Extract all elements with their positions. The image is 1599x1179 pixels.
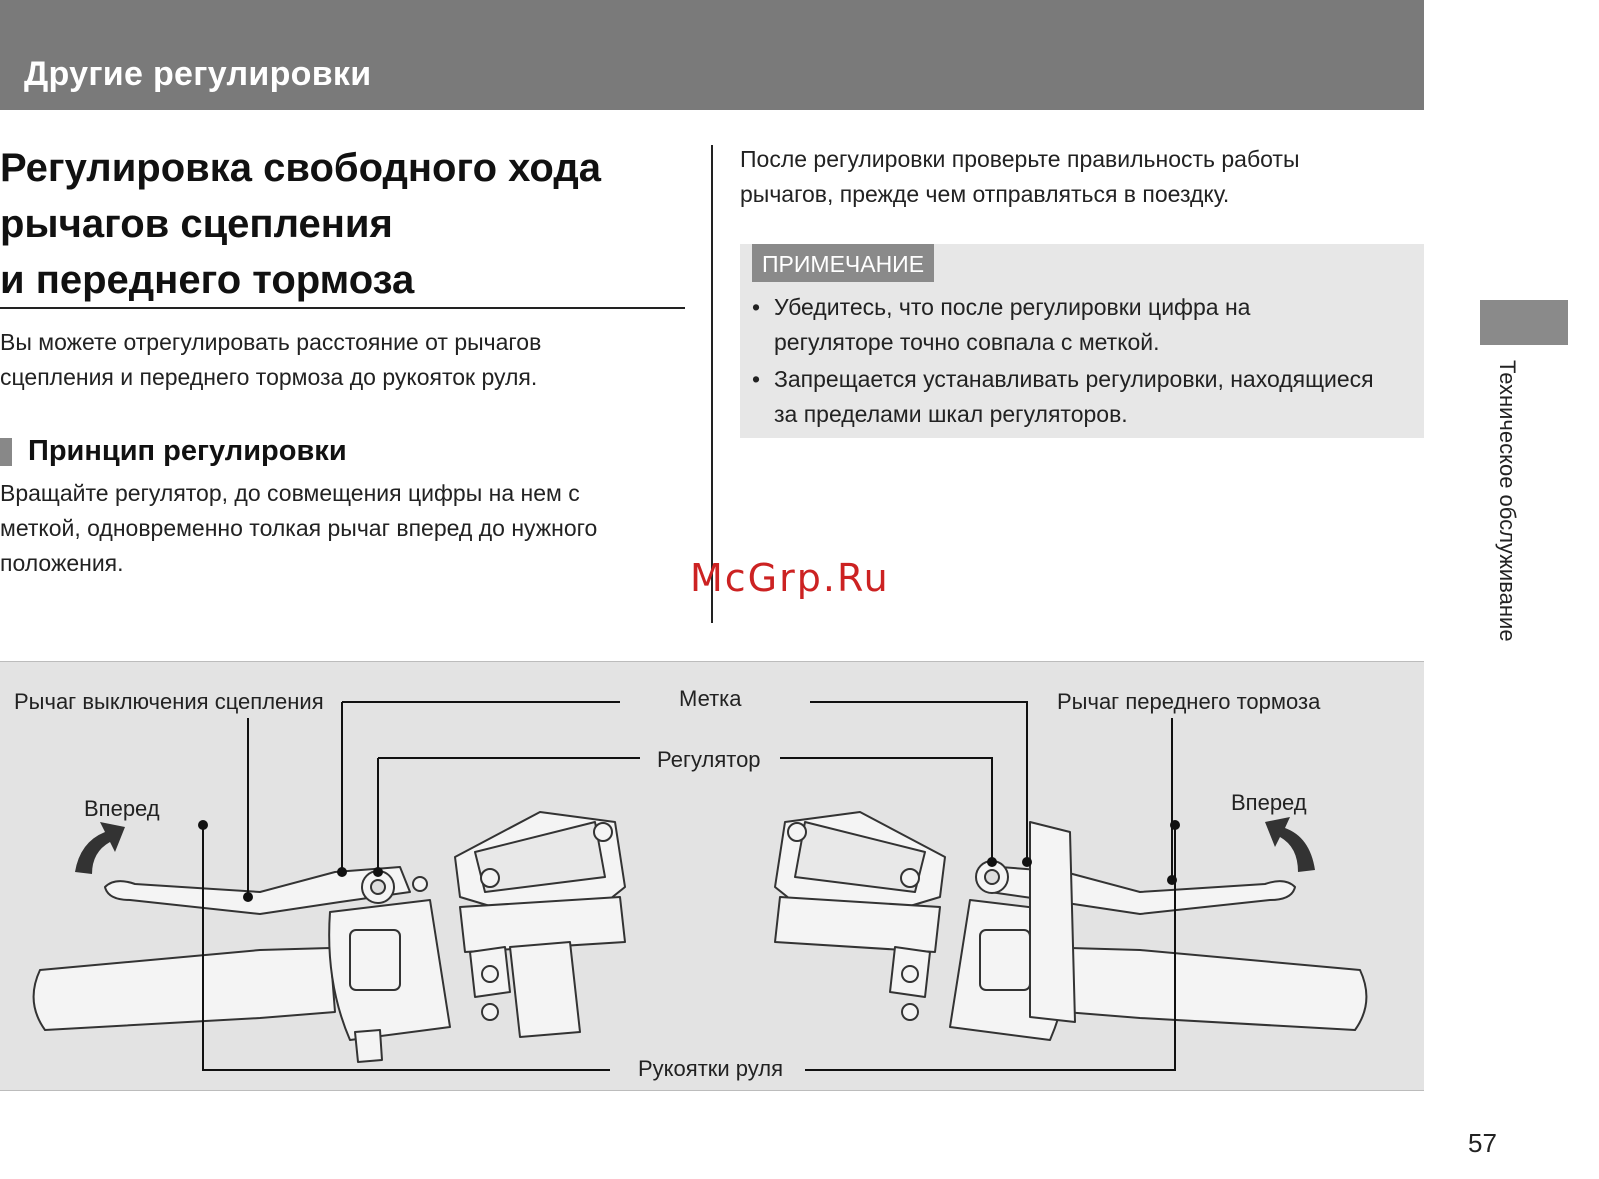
right-grip (1064, 947, 1368, 1031)
after-adjust-paragraph: После регулировки проверьте правильность… (740, 142, 1300, 212)
callout-dot (337, 867, 347, 877)
section-marker (0, 438, 12, 466)
page-title-line-1: Регулировка свободного хода (0, 146, 601, 190)
brake-hose (1029, 821, 1076, 1023)
side-section-label: Техническое обслуживание (1495, 360, 1520, 642)
callout-dot (1167, 875, 1177, 885)
forward-arrow-right (1265, 817, 1315, 872)
left-handlebar-assembly (32, 811, 626, 1063)
after-adjust-line-2: рычагов, прежде чем отправляться в поезд… (740, 181, 1230, 207)
right-clamp-bolt (901, 965, 919, 983)
forward-arrow-left (75, 822, 125, 874)
principle-line-3: положения. (0, 550, 124, 576)
note-item-2-line-1: Запрещается устанавливать регулировки, н… (774, 366, 1374, 392)
callout-dot (243, 892, 253, 902)
leader-adjuster-right (780, 757, 993, 862)
bullet-icon: • (752, 366, 761, 392)
page-title: Регулировка свободного хода рычагов сцеп… (0, 140, 684, 308)
left-cap-screw (480, 868, 500, 888)
principle-line-1: Вращайте регулятор, до совмещения цифры … (0, 480, 580, 506)
left-switch-button (349, 929, 401, 991)
grips-label: Рукоятки руля (638, 1056, 784, 1081)
callout-dot (1170, 820, 1180, 830)
right-cap-screw (900, 868, 920, 888)
note-box: ПРИМЕЧАНИЕ • Убедитесь, что после регули… (740, 244, 1424, 438)
note-item-1-line-2: регуляторе точно совпала с меткой. (774, 329, 1160, 355)
leader-mark-right (810, 701, 1028, 862)
bullet-icon: • (752, 294, 761, 320)
clutch-adjuster-center (370, 879, 386, 895)
note-item-2-text: Запрещается устанавливать регулировки, н… (774, 362, 1374, 432)
left-grip (32, 947, 336, 1031)
left-lever-bolt (354, 1029, 383, 1063)
left-cap-screw (593, 822, 613, 842)
forward-label-left: Вперед (84, 796, 160, 821)
header-bar (0, 0, 1424, 110)
leader-grip-left (202, 825, 610, 1071)
mark-label: Метка (679, 686, 742, 711)
callout-dot (1022, 857, 1032, 867)
right-switch-button (979, 929, 1031, 991)
forward-label-right: Вперед (1231, 790, 1307, 815)
after-adjust-line-1: После регулировки проверьте правильность… (740, 146, 1300, 172)
intro-paragraph: Вы можете отрегулировать расстояние от р… (0, 325, 541, 395)
adjuster-label: Регулятор (657, 747, 761, 772)
clutch-lever-label: Рычаг выключения сцепления (14, 689, 324, 714)
right-master-cylinder (774, 896, 941, 953)
page-title-line-2: рычагов сцепления (0, 202, 393, 246)
right-cap-screw (787, 822, 807, 842)
title-underline (0, 307, 685, 309)
right-clamp-bolt (901, 1003, 919, 1021)
page-number: 57 (1468, 1128, 1497, 1158)
column-divider (711, 145, 713, 623)
header-title: Другие регулировки (24, 55, 372, 93)
note-item-1-text: Убедитесь, что после регулировки цифра н… (774, 290, 1250, 360)
left-master-cylinder (459, 896, 626, 953)
clutch-pivot-bolt (412, 876, 428, 892)
handlebar-drawing (32, 701, 1368, 1071)
leader-adjuster-left (377, 757, 640, 872)
intro-line-2: сцепления и переднего тормоза до рукоято… (0, 364, 538, 390)
leader-mark-left (341, 701, 620, 872)
watermark: McGrp.Ru (690, 556, 890, 600)
callout-dot (198, 820, 208, 830)
clutch-lever (104, 866, 411, 915)
left-clamp-bolt (481, 965, 499, 983)
section-tab (1480, 300, 1568, 345)
left-clamp-bolt (481, 1003, 499, 1021)
callout-dot (373, 867, 383, 877)
callout-dot (987, 857, 997, 867)
principle-paragraph: Вращайте регулятор, до совмещения цифры … (0, 476, 597, 581)
brake-adjuster-center (984, 869, 1000, 885)
principle-line-2: меткой, одновременно толкая рычаг вперед… (0, 515, 598, 541)
leader-grip-right (805, 825, 1176, 1071)
note-badge: ПРИМЕЧАНИЕ (752, 244, 935, 282)
page-title-line-3: и переднего тормоза (0, 258, 415, 302)
left-bracket (509, 941, 581, 1038)
lever-adjustment-illustration: Рычаг выключения сцепления Метка Рычаг п… (0, 661, 1424, 1091)
section-title: Принцип регулировки (28, 435, 347, 467)
note-item-1-line-1: Убедитесь, что после регулировки цифра н… (774, 294, 1251, 320)
note-item-2-line-2: за пределами шкал регуляторов. (774, 401, 1128, 427)
brake-lever-label: Рычаг переднего тормоза (1057, 689, 1321, 714)
right-handlebar-assembly (774, 811, 1368, 1041)
intro-line-1: Вы можете отрегулировать расстояние от р… (0, 329, 542, 355)
